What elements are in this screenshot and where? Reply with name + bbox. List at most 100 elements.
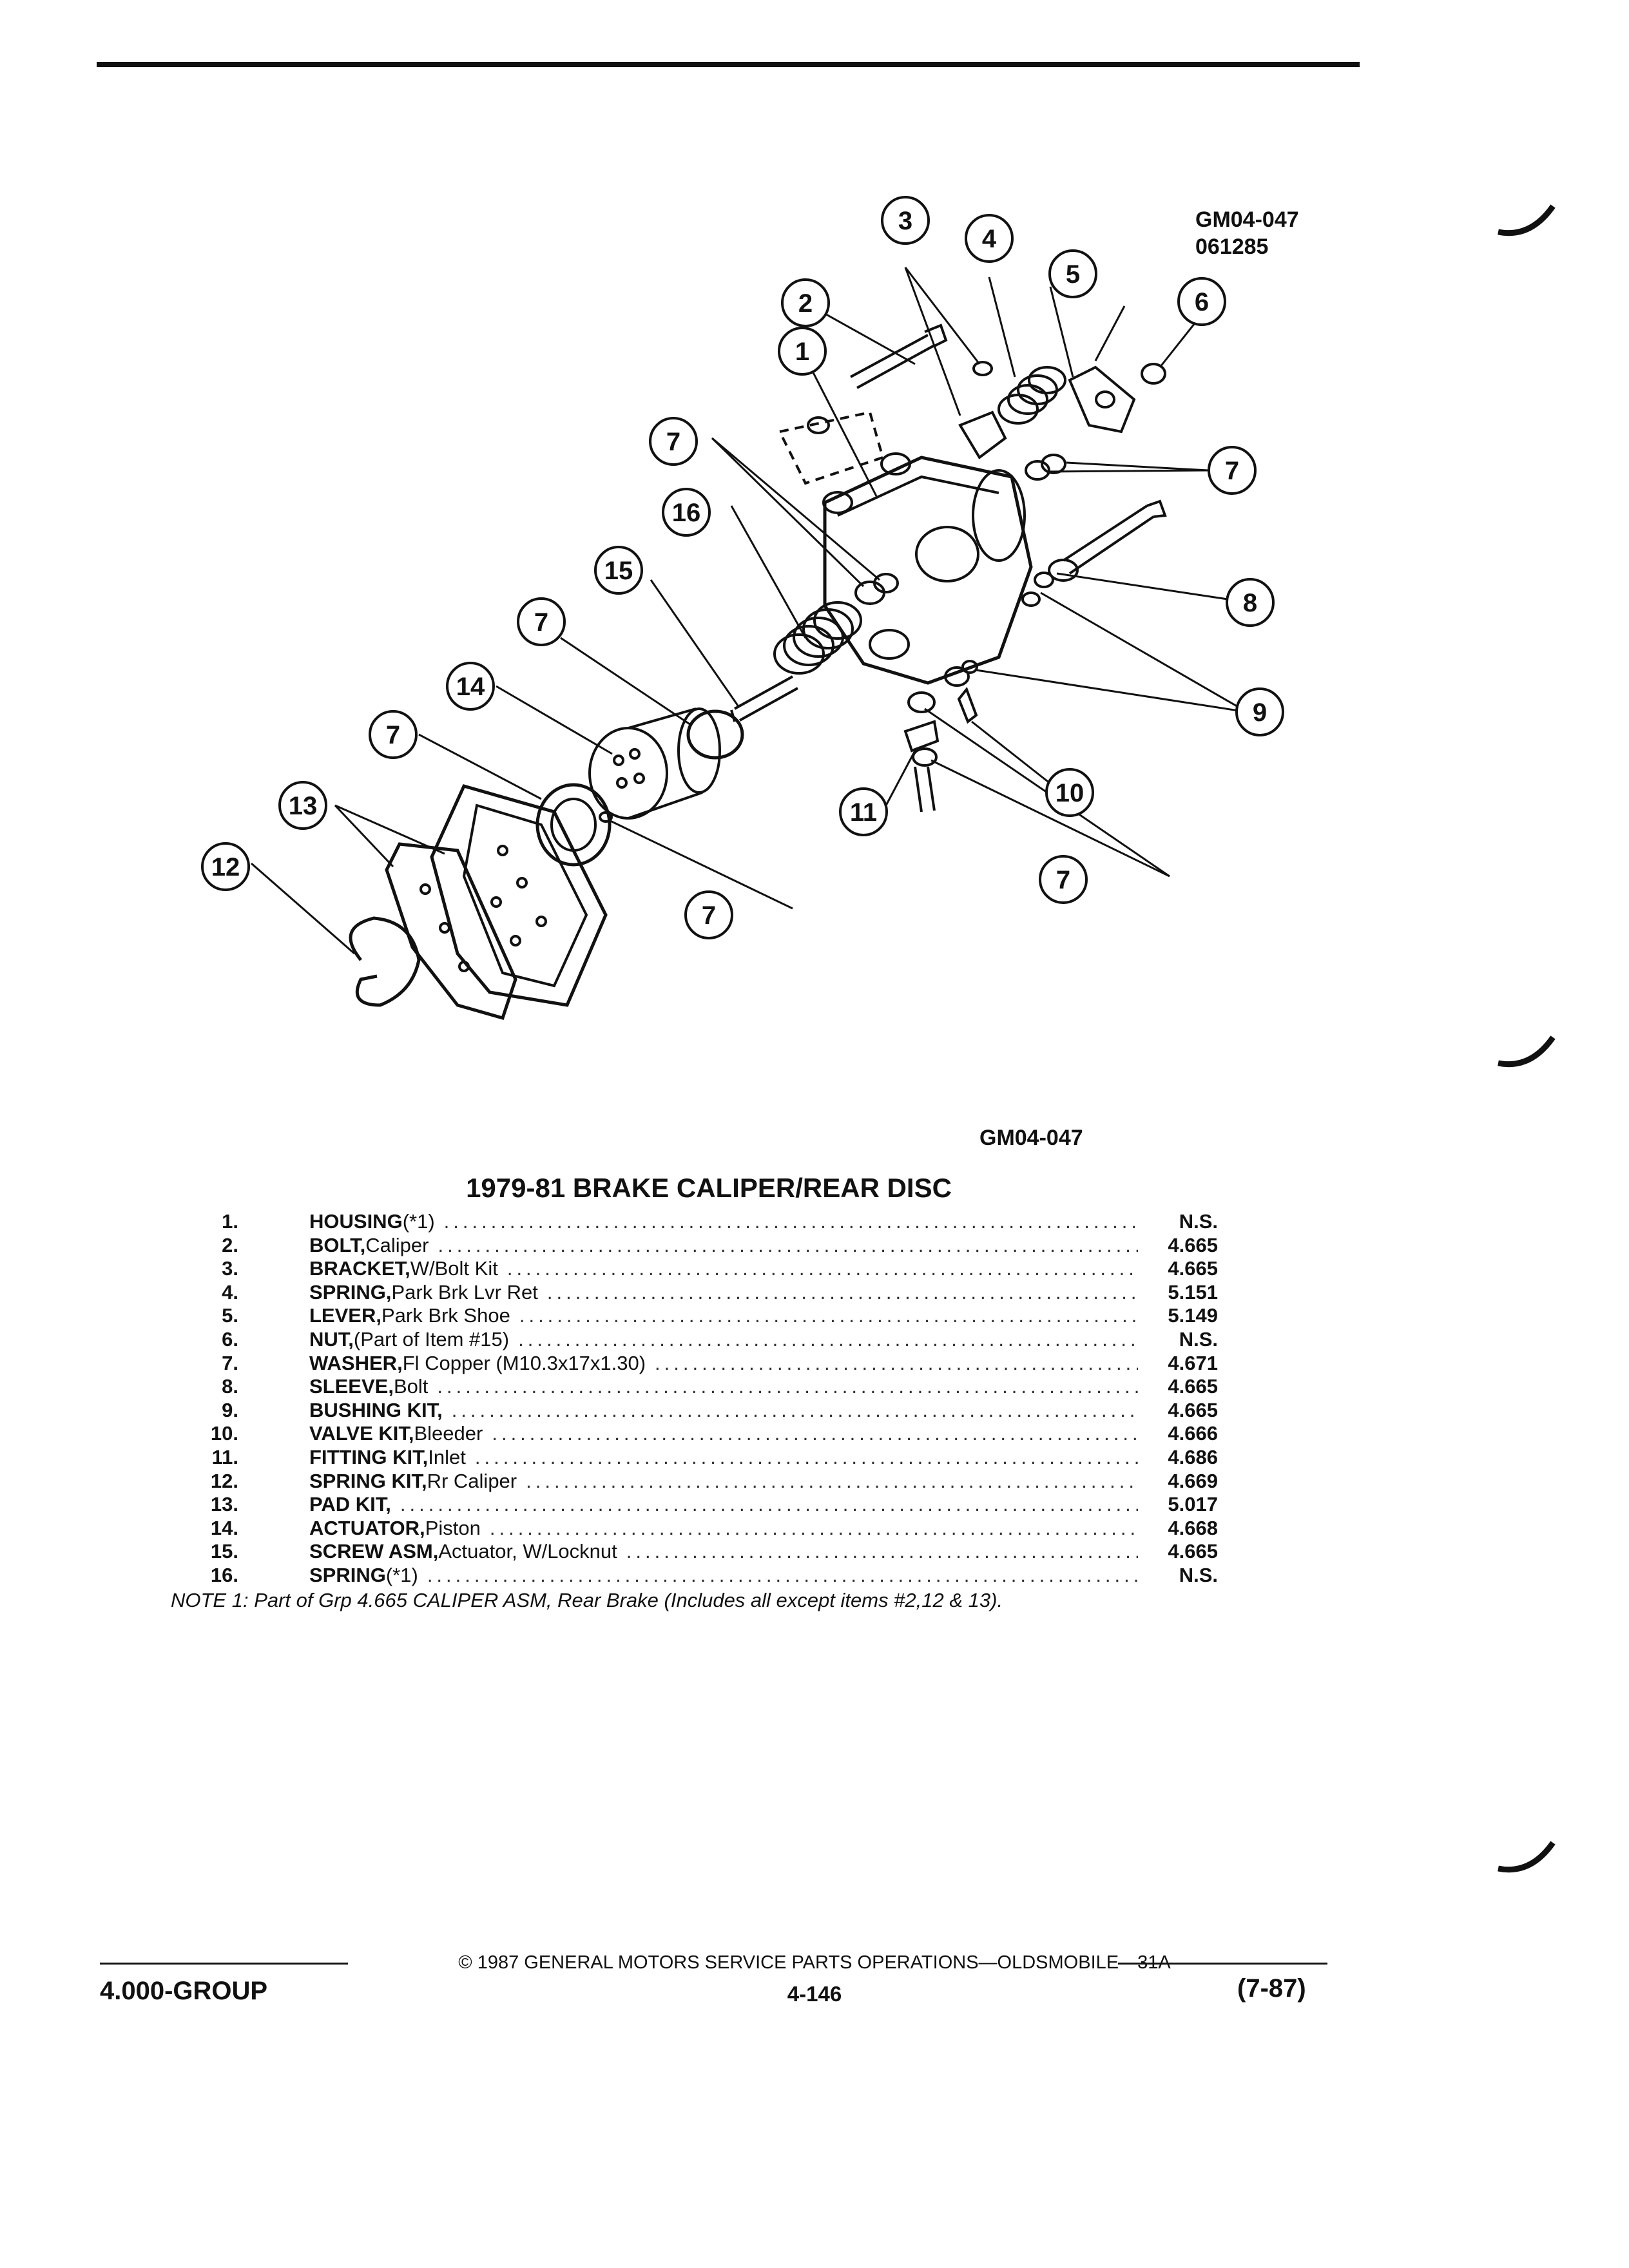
revision-date: (7-87) xyxy=(1237,1974,1306,2003)
group-number: 5.149 xyxy=(1168,1304,1218,1327)
brake-pads-drawing xyxy=(385,784,608,1021)
item-number: 7. xyxy=(222,1351,238,1374)
part-name: NUT, xyxy=(309,1327,354,1350)
item-number: 5. xyxy=(222,1304,238,1327)
group-number: 4.686 xyxy=(1168,1445,1218,1468)
list-item: 15.SCREW ASM, Actuator, W/Locknut4.665 xyxy=(200,1540,1218,1564)
part-name: BUSHING KIT, xyxy=(309,1398,443,1421)
item-number: 13. xyxy=(210,1493,238,1516)
bracket-drawing xyxy=(958,410,1007,459)
group-number: 5.017 xyxy=(1168,1493,1218,1516)
item-number: 3. xyxy=(222,1257,238,1280)
callout-7a: 7 xyxy=(1225,457,1239,485)
item-number: 11. xyxy=(211,1445,238,1468)
list-item: 4.SPRING, Park Brk Lvr Ret5.151 xyxy=(200,1281,1218,1305)
list-item: 16. SPRING (*1) N.S. xyxy=(200,1564,1218,1588)
group-number: 4.668 xyxy=(1168,1516,1218,1539)
footer-rule-right xyxy=(1118,1963,1327,1965)
group-number: N.S. xyxy=(1179,1210,1218,1233)
callout-5: 5 xyxy=(1066,260,1080,289)
item-number: 4. xyxy=(222,1280,238,1303)
group-number: 4.665 xyxy=(1168,1233,1218,1256)
callout-2: 2 xyxy=(798,289,813,318)
group-number: 4.665 xyxy=(1168,1398,1218,1421)
group-number: 4.665 xyxy=(1168,1375,1218,1398)
page-number: 4-146 xyxy=(787,1982,842,2006)
list-item: 13. PAD KIT, 5.017 xyxy=(200,1493,1218,1517)
footnote: NOTE 1: Part of Grp 4.665 CALIPER ASM, R… xyxy=(171,1589,1003,1611)
part-name: LEVER, xyxy=(309,1304,381,1327)
callout-7c: 7 xyxy=(666,428,680,456)
part-detail: Rr Caliper xyxy=(427,1469,517,1492)
group-number: 4.671 xyxy=(1168,1351,1218,1374)
lever-drawing xyxy=(1068,365,1136,434)
list-item: 5. LEVER, Park Brk Shoe 5.149 xyxy=(200,1304,1218,1328)
leader-lines xyxy=(251,267,1248,955)
group-number: 4.666 xyxy=(1168,1422,1218,1445)
item-number: 6. xyxy=(222,1327,238,1350)
callout-15: 15 xyxy=(604,557,633,585)
part-name: SPRING KIT, xyxy=(309,1469,427,1492)
part-name: SCREW ASM, xyxy=(309,1540,439,1563)
list-item: 3.BRACKET, W/Bolt Kit4.665 xyxy=(200,1257,1218,1281)
part-name: VALVE KIT, xyxy=(309,1422,414,1445)
part-detail: Caliper xyxy=(365,1233,429,1256)
list-item: 9.BUSHING KIT,4.665 xyxy=(200,1399,1218,1423)
caliper-housing-drawing xyxy=(778,410,1033,687)
park-brake-spring-drawing xyxy=(998,366,1066,425)
spring-drawing xyxy=(773,601,862,675)
top-rule xyxy=(97,62,1360,67)
list-item: 8.SLEEVE, Bolt4.665 xyxy=(200,1375,1218,1399)
binder-mark-middle xyxy=(1498,1035,1556,1068)
part-name: BRACKET, xyxy=(309,1257,410,1280)
group-label: 4.000-GROUP xyxy=(100,1977,268,2005)
part-detail: (*1) xyxy=(385,1563,418,1586)
item-number: 15. xyxy=(210,1540,238,1563)
spring-clip-drawing xyxy=(349,916,421,1007)
list-item: 1. HOUSING (*1) N.S. xyxy=(200,1210,1218,1234)
item-number: 16. xyxy=(210,1563,238,1586)
item-number: 14. xyxy=(210,1516,238,1539)
callout-12: 12 xyxy=(211,853,240,881)
part-name: ACTUATOR, xyxy=(309,1516,425,1539)
list-item: 10.VALVE KIT, Bleeder4.666 xyxy=(200,1422,1218,1446)
item-number: 1. xyxy=(222,1210,238,1233)
part-detail: Fl Copper (M10.3x17x1.30) xyxy=(402,1351,646,1374)
part-name: SPRING xyxy=(309,1563,386,1586)
screw-asm-drawing xyxy=(730,675,798,722)
callout-14: 14 xyxy=(456,673,485,701)
callout-7b: 7 xyxy=(1056,866,1070,894)
callout-7d: 7 xyxy=(534,608,548,637)
list-item: 2. BOLT, Caliper 4.665 xyxy=(200,1234,1218,1258)
part-name: HOUSING xyxy=(309,1210,403,1233)
list-item: 7. WASHER, Fl Copper (M10.3x17x1.30) 4.671 xyxy=(200,1352,1218,1376)
item-number: 2. xyxy=(222,1233,238,1256)
part-detail: Park Brk Shoe xyxy=(381,1304,510,1327)
list-item: 6. NUT, (Part of Item #15) N.S. xyxy=(200,1328,1218,1352)
part-name: SPRING, xyxy=(309,1280,392,1303)
part-name: PAD KIT, xyxy=(309,1493,391,1516)
list-item: 12.SPRING KIT, Rr Caliper4.669 xyxy=(200,1470,1218,1494)
callout-16: 16 xyxy=(672,499,701,527)
part-detail: (Part of Item #15) xyxy=(353,1327,510,1350)
callout-7e: 7 xyxy=(386,721,400,749)
part-name: FITTING KIT, xyxy=(309,1445,429,1468)
list-item: 14.ACTUATOR, Piston4.668 xyxy=(200,1517,1218,1541)
page-title: 1979-81 BRAKE CALIPER/REAR DISC xyxy=(466,1173,952,1203)
part-name: BOLT, xyxy=(309,1233,366,1256)
item-number: 8. xyxy=(222,1375,238,1398)
group-number: N.S. xyxy=(1179,1327,1218,1350)
group-number: N.S. xyxy=(1179,1563,1218,1586)
footer-rule-left xyxy=(100,1963,348,1965)
part-detail: (*1) xyxy=(402,1210,435,1233)
group-number: 4.665 xyxy=(1168,1540,1218,1563)
callout-4: 4 xyxy=(982,225,997,253)
part-detail: Bleeder xyxy=(414,1422,483,1445)
part-detail: Bolt xyxy=(393,1375,429,1398)
binder-mark-bottom xyxy=(1498,1841,1556,1873)
exploded-view-diagram: 1 2 3 4 5 6 7 8 9 10 11 7 12 13 14 15 16… xyxy=(201,196,1284,1021)
figure-code-bottom: GM04-047 xyxy=(979,1126,1083,1150)
callout-6: 6 xyxy=(1195,288,1209,316)
part-name: WASHER, xyxy=(309,1351,403,1374)
binder-mark-top xyxy=(1498,204,1556,236)
